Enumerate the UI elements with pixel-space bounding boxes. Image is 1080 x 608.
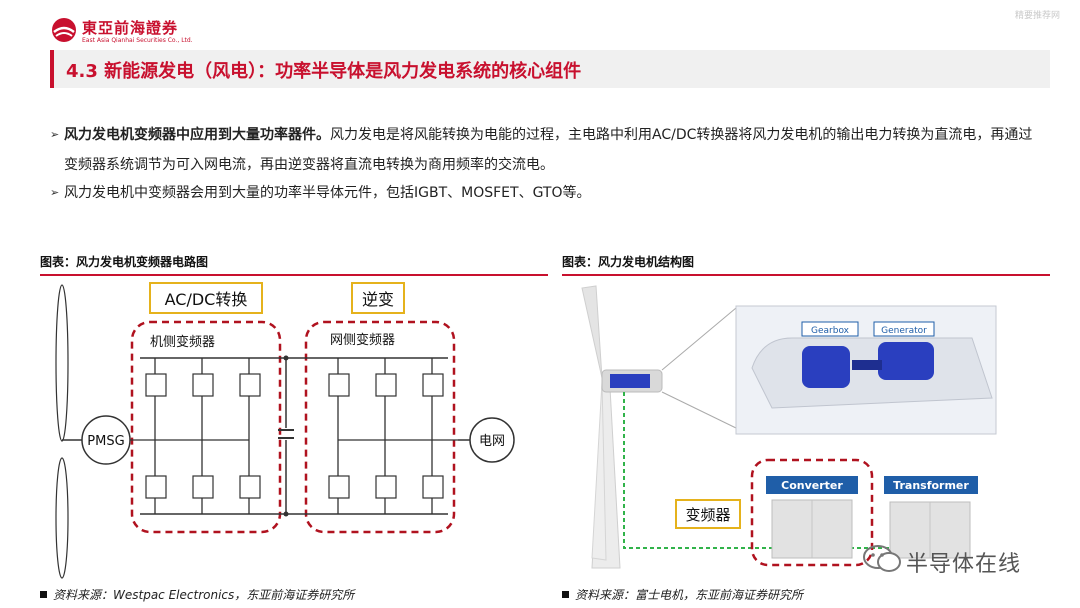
bullet-text: 风力发电机中变频器会用到大量的功率半导体元件，包括IGBT、MOSFET、GTO… — [64, 185, 591, 201]
converter-highlight-box — [750, 458, 874, 567]
converter-label-box — [766, 476, 858, 494]
bullet-bold-text: 风力发电机变频器中应用到大量功率器件。 — [64, 127, 330, 143]
igbt-switch — [145, 475, 167, 499]
igbt-switch — [328, 373, 350, 397]
turbine-blade — [591, 381, 607, 561]
title-bar — [50, 50, 1050, 88]
igbt-switch — [328, 475, 350, 499]
square-bullet-icon — [40, 591, 47, 598]
igbt-switch — [422, 475, 444, 499]
power-grid — [469, 417, 515, 463]
wechat-icon — [863, 545, 901, 572]
converter-label: Converter — [781, 479, 843, 492]
square-bullet-icon — [562, 591, 569, 598]
generator-label: Generator — [881, 326, 927, 336]
turbine-blade — [55, 284, 69, 442]
logo-text-en: East Asia Qianhai Securities Co., Ltd. — [82, 37, 193, 44]
left-figure-source: 资料来源：Westpac Electronics，东亚前海证券研究所 — [40, 586, 354, 603]
igbt-switch — [239, 373, 261, 397]
source-text: 资料来源：Westpac Electronics，东亚前海证券研究所 — [53, 588, 355, 602]
right-figure-source: 资料来源：富士电机，东亚前海证券研究所 — [562, 586, 803, 603]
logo-text-cn: 東亞前海證券 — [82, 19, 179, 37]
right-figure-caption: 图表：风力发电机结构图 — [562, 255, 695, 269]
caption-rule — [40, 274, 548, 276]
inverter-label: 逆变 — [362, 290, 394, 309]
machine-side-label: 机侧变频器 — [150, 334, 215, 350]
source-text: 资料来源：富士电机，东亚前海证券研究所 — [575, 588, 804, 602]
igbt-switch — [145, 373, 167, 397]
igbt-switch — [375, 475, 397, 499]
transformer-label-box — [884, 476, 978, 494]
acdc-label-box — [149, 282, 263, 314]
machine-side-box — [130, 320, 282, 534]
page-title: 4.3 新能源发电（风电）：功率半导体是风力发电系统的核心组件 — [66, 61, 582, 82]
igbt-switch — [375, 373, 397, 397]
bullet-item: ➢ 风力发电机中变频器会用到大量的功率半导体元件，包括IGBT、MOSFET、G… — [50, 178, 1044, 208]
wind-turbine-structure-diagram: Gearbox Generator Converter Transformer … — [581, 285, 997, 569]
generator-label-box — [873, 321, 935, 337]
bullet-text: 风力发电是将风能转换为电能的过程，主电路中利用AC/DC转换器将风力发电机的输出… — [64, 127, 1033, 173]
converter-cn-label: 变频器 — [685, 506, 730, 524]
company-logo: 東亞前海證券 East Asia Qianhai Securities Co.,… — [50, 14, 193, 48]
acdc-label: AC/DC转换 — [165, 290, 248, 309]
bullet-arrow-icon: ➢ — [50, 128, 60, 141]
bullet-item: ➢ 风力发电机变频器中应用到大量功率器件。风力发电是将风能转换为电能的过程，主电… — [50, 120, 1044, 180]
inverter-label-box — [351, 282, 405, 314]
gearbox-label-box — [801, 321, 859, 337]
left-figure-caption: 图表：风力发电机变频器电路图 — [40, 255, 209, 269]
gearbox-label: Gearbox — [811, 326, 850, 336]
title-accent — [50, 50, 54, 88]
turbine-blade — [55, 457, 69, 579]
nacelle-drive-train — [610, 374, 650, 388]
grid-label: 电网 — [479, 434, 505, 449]
watermark-text: 精要推荐网 — [1014, 11, 1060, 21]
logo-mark-icon — [52, 18, 76, 42]
grid-side-label: 网侧变频器 — [330, 332, 395, 348]
bullet-arrow-icon: ➢ — [50, 186, 60, 199]
power-cable — [623, 392, 892, 549]
grid-side-box — [304, 320, 456, 534]
generator-component — [878, 342, 934, 380]
turbine-blade — [581, 285, 603, 379]
gearbox-component — [802, 346, 850, 388]
igbt-switch — [192, 373, 214, 397]
igbt-switch — [239, 475, 261, 499]
transformer-label: Transformer — [893, 479, 969, 492]
wechat-account-name: 半导体在线 — [906, 552, 1022, 577]
converter-circuit-diagram: PMSG AC/DC转换 逆变 机侧变频器 网侧变频器 — [55, 282, 515, 579]
pmsg-label: PMSG — [87, 434, 124, 449]
igbt-switch — [192, 475, 214, 499]
caption-rule — [562, 274, 1050, 276]
igbt-switch — [422, 373, 444, 397]
converter-cn-label-box — [675, 499, 741, 529]
